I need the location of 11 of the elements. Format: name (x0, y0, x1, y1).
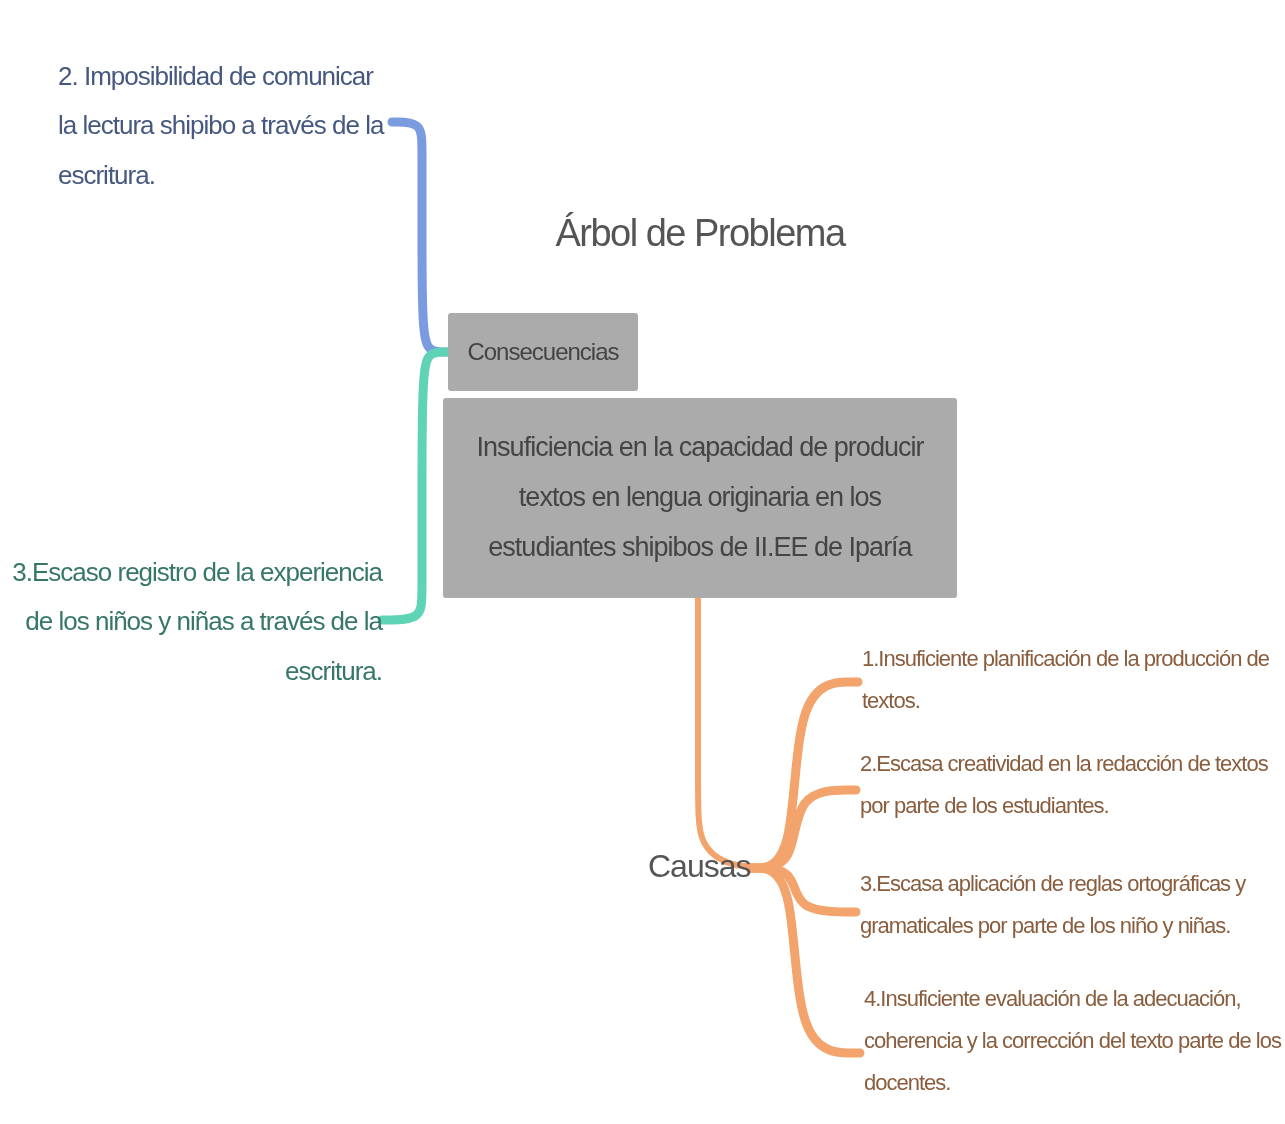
topic-box: Consecuencias (448, 313, 638, 391)
branch-line (695, 595, 753, 869)
topic-text: 4.Insuficiente evaluación de la adecuación, coherencia y la corrección del texto parte de los docentes. (864, 985, 1283, 1097)
topic-text: 2. Imposibilidad de comunicar la lectura shipibo a través de la escritura. (58, 60, 385, 192)
branch-label: Causas (648, 847, 750, 886)
topic-text: 3.Escasa aplicación de reglas ortográficas y gramaticales por parte de los niño y niñas. (860, 870, 1247, 940)
diagram-title: Árbol de Problema (554, 212, 847, 255)
topic-text: 2.Escasa creatividad en la redacción de textos por parte de los estudiantes. (860, 750, 1269, 820)
topic-text: 3.Escaso registro de la experiencia de los niños y niñas a través de la escritura. (11, 556, 382, 688)
topic-box: Insuficiencia en la capacidad de producir textos en lengua originaria en los estudiantes shipibos de II.EE de Iparía (443, 398, 957, 598)
topic-text: 1.Insuficiente planificación de la producción de textos. (862, 645, 1270, 715)
